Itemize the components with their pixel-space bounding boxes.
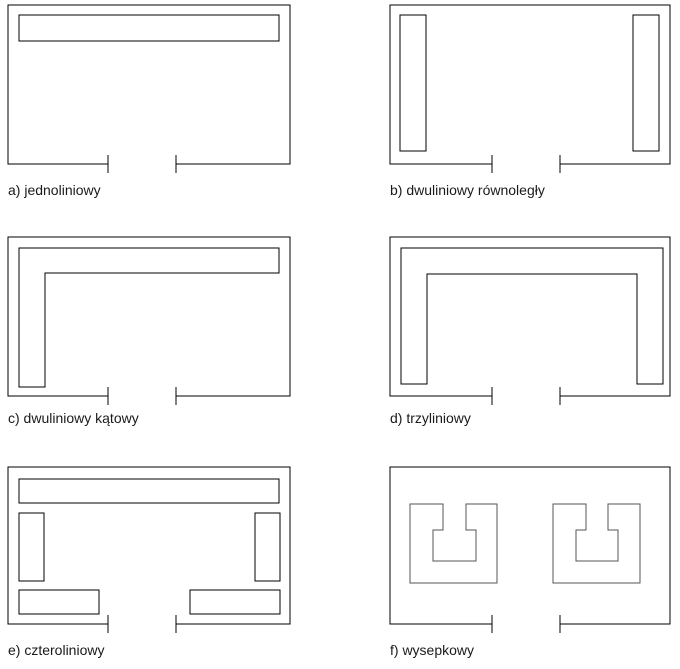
caption-e: e) czteroliniowy xyxy=(8,642,105,658)
room-outline-e xyxy=(7,466,291,625)
caption-b: b) dwuliniowy równoległy xyxy=(390,182,545,198)
room-outline-a xyxy=(7,4,291,165)
counter-top-e xyxy=(18,478,280,504)
caption-a: a) jednoliniowy xyxy=(8,182,101,198)
island-left-f xyxy=(409,503,498,584)
room-outline-c xyxy=(7,236,291,397)
counter-bottom-left-e xyxy=(18,589,100,615)
room-outline-f xyxy=(389,466,671,625)
panel-c-corner xyxy=(7,236,291,405)
panel-f-island xyxy=(389,466,671,633)
counter-right-e xyxy=(254,512,281,582)
counter-bottom-right-e xyxy=(189,589,281,615)
caption-c: c) dwuliniowy kątowy xyxy=(8,410,139,426)
panel-b-parallel xyxy=(389,4,671,173)
counter-l-shape-c xyxy=(18,247,280,388)
counter-top-a xyxy=(18,14,280,42)
panel-a-single-line xyxy=(7,4,291,173)
counter-left-e xyxy=(18,512,45,582)
room-outline-b xyxy=(389,4,671,165)
island-right-f xyxy=(552,503,641,584)
counter-u-shape-d xyxy=(400,247,664,385)
counter-left-b xyxy=(399,14,427,152)
caption-d: d) trzyliniowy xyxy=(390,410,471,426)
panel-d-u-shape xyxy=(389,236,671,405)
counter-right-b xyxy=(632,14,660,152)
room-outline-d xyxy=(389,236,671,397)
panel-e-four-line xyxy=(7,466,291,633)
caption-f: f) wysepkowy xyxy=(390,642,475,658)
